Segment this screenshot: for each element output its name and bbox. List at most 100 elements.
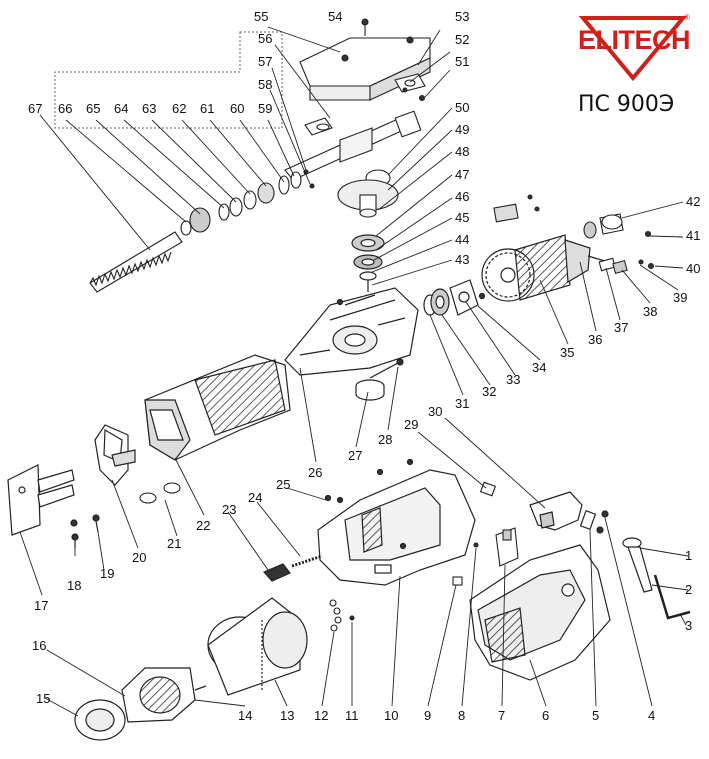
part-label-4: 4	[648, 708, 655, 723]
part-label-31: 31	[455, 396, 469, 411]
part-label-64: 64	[114, 101, 128, 116]
armature-part	[481, 234, 616, 302]
part-label-63: 63	[142, 101, 156, 116]
parts-1-3	[622, 537, 691, 620]
plunger-shaft-part	[284, 110, 422, 181]
part-label-3: 3	[685, 618, 692, 633]
part-label-7: 7	[498, 708, 505, 723]
part-label-46: 46	[455, 189, 469, 204]
part-label-6: 6	[542, 708, 549, 723]
part-label-22: 22	[196, 518, 210, 533]
part-label-67: 67	[28, 101, 42, 116]
part-label-2: 2	[685, 582, 692, 597]
left-housing-part	[317, 458, 476, 586]
right-housing-part	[469, 544, 611, 681]
bearing-stack-part	[351, 234, 385, 292]
part-label-40: 40	[686, 261, 700, 276]
brand-name: ELITECH	[578, 25, 691, 55]
part-label-32: 32	[482, 384, 496, 399]
cable-protector-part	[329, 599, 355, 632]
screw-28-part	[369, 358, 404, 379]
part-label-35: 35	[560, 345, 574, 360]
part-label-57: 57	[258, 54, 272, 69]
part-label-60: 60	[230, 101, 244, 116]
part-label-34: 34	[532, 360, 546, 375]
part-label-16: 16	[32, 638, 46, 653]
capacitor-part	[479, 481, 497, 497]
part-label-54: 54	[328, 9, 342, 24]
brand-logo-icon	[578, 16, 688, 82]
rear-bearing-plate-part	[423, 279, 486, 316]
shoe-part	[94, 424, 136, 486]
field-coil-part	[121, 667, 207, 723]
part-label-10: 10	[384, 708, 398, 723]
part-label-55: 55	[254, 9, 268, 24]
brushes-part	[493, 194, 655, 275]
part-label-38: 38	[643, 304, 657, 319]
saw-blade-part	[89, 231, 183, 293]
part-label-65: 65	[86, 101, 100, 116]
part-label-15: 15	[36, 691, 50, 706]
washer-plate-part	[394, 73, 426, 102]
parts-4-5	[579, 510, 609, 534]
part-label-23: 23	[222, 502, 236, 517]
part-label-49: 49	[455, 122, 469, 137]
blade-guard-part	[7, 464, 75, 536]
part-label-53: 53	[455, 9, 469, 24]
part-label-19: 19	[100, 566, 114, 581]
part-label-44: 44	[455, 232, 469, 247]
pads-part	[139, 482, 181, 504]
part-label-52: 52	[455, 32, 469, 47]
part-label-5: 5	[592, 708, 599, 723]
part-label-30: 30	[428, 404, 442, 419]
part-label-59: 59	[258, 101, 272, 116]
screws-18-19-part	[70, 514, 100, 548]
part-label-36: 36	[588, 332, 602, 347]
part-label-43: 43	[455, 252, 469, 267]
small-parts-8-9	[452, 542, 479, 586]
part-label-58: 58	[258, 77, 272, 92]
part-label-66: 66	[58, 101, 72, 116]
part-label-21: 21	[167, 536, 181, 551]
part-label-39: 39	[673, 290, 687, 305]
part-label-24: 24	[248, 490, 262, 505]
part-label-12: 12	[314, 708, 328, 723]
part-label-61: 61	[200, 101, 214, 116]
part-label-45: 45	[455, 210, 469, 225]
brush-holder-part	[495, 527, 519, 567]
leader-lines	[19, 26, 689, 717]
part-label-42: 42	[686, 194, 700, 209]
part-label-17: 17	[34, 598, 48, 613]
part-label-37: 37	[614, 320, 628, 335]
lock-button-part	[262, 494, 332, 582]
part-label-26: 26	[308, 465, 322, 480]
part-label-8: 8	[458, 708, 465, 723]
front-boot-part	[144, 354, 291, 461]
rear-cap-part	[74, 699, 126, 741]
part-label-1: 1	[685, 548, 692, 563]
part-label-20: 20	[132, 550, 146, 565]
part-number-labels: 1 2 3 4 5 6 7 8 9 10 11 12 13 14 15 16 1…	[28, 9, 700, 723]
part-label-28: 28	[378, 432, 392, 447]
part-label-56: 56	[258, 31, 272, 46]
part-label-9: 9	[424, 708, 431, 723]
trademark-symbol: ®	[684, 13, 690, 22]
clamp-ring-part	[355, 379, 385, 401]
part-label-50: 50	[455, 100, 469, 115]
part-label-47: 47	[455, 167, 469, 182]
part-label-14: 14	[238, 708, 252, 723]
gear-housing-part	[284, 287, 419, 376]
part-label-51: 51	[455, 54, 469, 69]
part-label-18: 18	[67, 578, 81, 593]
part-label-27: 27	[348, 448, 362, 463]
part-label-41: 41	[686, 228, 700, 243]
part-label-33: 33	[506, 372, 520, 387]
stator-part	[207, 597, 308, 696]
part-label-62: 62	[172, 101, 186, 116]
wobble-gear-part	[337, 169, 399, 218]
seal-rings-part	[180, 169, 315, 236]
part-label-13: 13	[280, 708, 294, 723]
part-label-25: 25	[276, 477, 290, 492]
part-label-29: 29	[404, 417, 418, 432]
